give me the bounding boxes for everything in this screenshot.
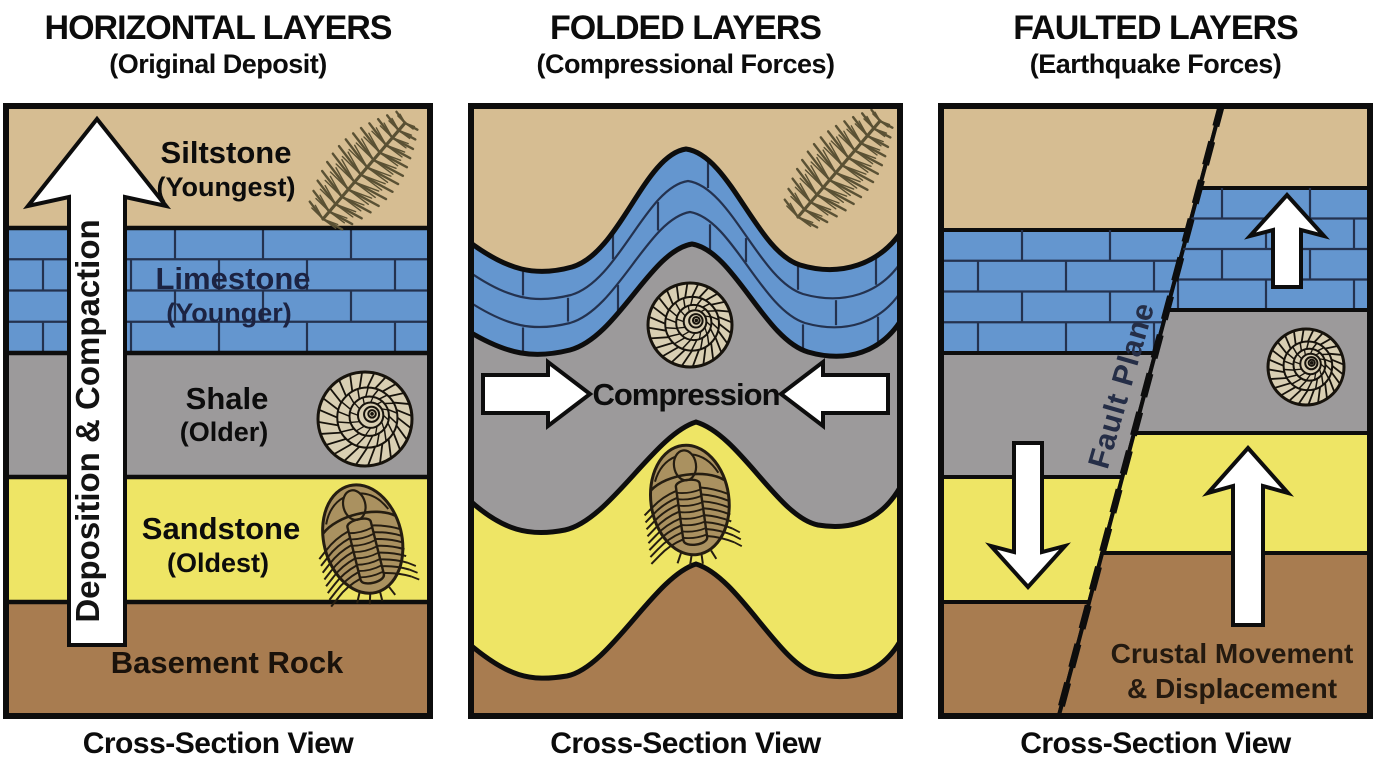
panel2-caption: Cross-Section View [550,727,821,760]
crustal-movement-label-line1: Crustal Movement [1111,638,1354,669]
trilobite-fossil-icon [318,483,420,608]
panel2-title-block: FOLDED LAYERS (Compressional Forces) [468,8,903,81]
siltstone-label: Siltstone [161,135,292,170]
basement-label: Basement Rock [111,645,344,680]
sandstone-label: Sandstone [142,511,300,546]
panel1-title-block: HORIZONTAL LAYERS (Original Deposit) [3,8,433,81]
ammonite-fossil-icon [316,370,414,468]
panel3-title-block: FAULTED LAYERS (Earthquake Forces) [938,8,1373,81]
ammonite-fossil-icon [1266,327,1346,407]
panel3-figure: Fault Plane Crustal Movement & Displacem… [938,103,1373,719]
panel1-border [3,103,433,719]
fern-fossil-icon [308,110,419,231]
compression-right-arrow [481,357,594,431]
panel3-subtitle: (Earthquake Forces) [1029,49,1282,79]
panel2-figure: Compression [468,103,903,719]
fault-plane-dashed-line [1054,103,1226,719]
panel1-figure: Siltstone (Youngest) Limestone (Younger)… [3,103,433,719]
fold-boundary [468,241,903,359]
trilobite-fossil-icon [643,443,743,566]
upthrow-arrow-top [1244,192,1330,289]
panel2-border [468,103,903,719]
limestone-age-label: (Younger) [166,298,291,328]
limestone-internal-bedding [468,179,903,301]
limestone-label: Limestone [155,261,310,296]
shale-label: Shale [186,381,269,416]
panel1-subtitle: (Original Deposit) [109,49,327,79]
fold-boundary [468,419,903,536]
downthrow-arrow [985,441,1071,590]
limestone-brick-pattern [521,162,880,352]
panel2-title: FOLDED LAYERS [549,9,822,47]
sandstone-age-label: (Oldest) [167,548,269,578]
panel3-caption: Cross-Section View [1020,727,1291,760]
panel3-title: FAULTED LAYERS [1013,9,1298,47]
limestone-internal-bedding [468,210,903,329]
ammonite-fossil-icon [646,281,734,369]
panel1-title: HORIZONTAL LAYERS [44,9,393,47]
compression-left-arrow [777,357,890,431]
siltstone-age-label: (Youngest) [157,172,296,202]
crustal-movement-label-line2: & Displacement [1127,673,1337,704]
siltstone-left-block [938,103,1225,232]
fern-fossil-icon [783,108,894,229]
basement-fold [468,564,903,719]
panel1-caption: Cross-Section View [82,727,354,760]
fold-boundary [468,146,903,274]
basement-left-block [938,600,1092,719]
panel3-border [938,103,1373,719]
siltstone-right-block [1196,103,1373,190]
compression-label: Compression [592,377,779,412]
upthrow-arrow-bottom [1201,444,1295,627]
deposition-arrow-label: Deposition & Compaction [69,219,106,622]
deposition-up-arrow [22,115,172,647]
shale-age-label: (Older) [180,417,269,447]
panel2-subtitle: (Compressional Forces) [536,49,835,79]
fold-boundary [468,561,903,681]
